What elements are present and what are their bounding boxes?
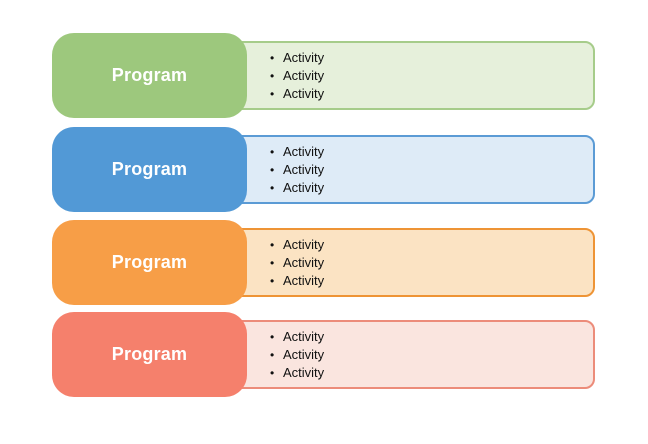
activity-label: Activity bbox=[283, 179, 325, 195]
program-row: • Activity • Activity • Activity Program bbox=[52, 127, 595, 212]
program-row: • Activity • Activity • Activity Program bbox=[52, 220, 595, 305]
activity-item: • Activity bbox=[270, 49, 593, 67]
activity-label: Activity bbox=[283, 49, 325, 65]
program-box: Program bbox=[52, 127, 247, 212]
bullet-icon: • bbox=[270, 144, 275, 159]
activity-item: • Activity bbox=[270, 143, 593, 161]
activity-item: • Activity bbox=[270, 364, 593, 382]
program-box: Program bbox=[52, 312, 247, 397]
bullet-icon: • bbox=[270, 86, 275, 101]
activity-label: Activity bbox=[283, 364, 325, 380]
program-box: Program bbox=[52, 220, 247, 305]
activity-item: • Activity bbox=[270, 346, 593, 364]
activity-item: • Activity bbox=[270, 161, 593, 179]
program-box: Program bbox=[52, 33, 247, 118]
activity-label: Activity bbox=[283, 328, 325, 344]
activity-label: Activity bbox=[283, 67, 325, 83]
bullet-icon: • bbox=[270, 347, 275, 362]
activity-item: • Activity bbox=[270, 67, 593, 85]
bullet-icon: • bbox=[270, 237, 275, 252]
bullet-icon: • bbox=[270, 162, 275, 177]
activity-item: • Activity bbox=[270, 272, 593, 290]
activity-box: • Activity • Activity • Activity bbox=[230, 135, 595, 204]
activity-label: Activity bbox=[283, 346, 325, 362]
program-row: • Activity • Activity • Activity Program bbox=[52, 312, 595, 397]
activity-item: • Activity bbox=[270, 254, 593, 272]
activity-item: • Activity bbox=[270, 179, 593, 197]
program-label: Program bbox=[111, 159, 188, 179]
activity-item: • Activity bbox=[270, 85, 593, 103]
program-label: Program bbox=[111, 65, 188, 85]
activity-label: Activity bbox=[283, 143, 325, 159]
bullet-icon: • bbox=[270, 68, 275, 83]
program-row: • Activity • Activity • Activity Program bbox=[52, 33, 595, 118]
program-label: Program bbox=[111, 344, 188, 364]
bullet-icon: • bbox=[270, 255, 275, 270]
bullet-icon: • bbox=[270, 180, 275, 195]
program-label: Program bbox=[111, 252, 188, 272]
bullet-icon: • bbox=[270, 329, 275, 344]
activity-label: Activity bbox=[283, 254, 325, 270]
activity-box: • Activity • Activity • Activity bbox=[230, 41, 595, 110]
activity-label: Activity bbox=[283, 85, 325, 101]
activity-label: Activity bbox=[283, 236, 325, 252]
activity-label: Activity bbox=[283, 272, 325, 288]
bullet-icon: • bbox=[270, 273, 275, 288]
bullet-icon: • bbox=[270, 50, 275, 65]
bullet-icon: • bbox=[270, 365, 275, 380]
activity-item: • Activity bbox=[270, 236, 593, 254]
activity-box: • Activity • Activity • Activity bbox=[230, 320, 595, 389]
activity-item: • Activity bbox=[270, 328, 593, 346]
activity-label: Activity bbox=[283, 161, 325, 177]
activity-box: • Activity • Activity • Activity bbox=[230, 228, 595, 297]
